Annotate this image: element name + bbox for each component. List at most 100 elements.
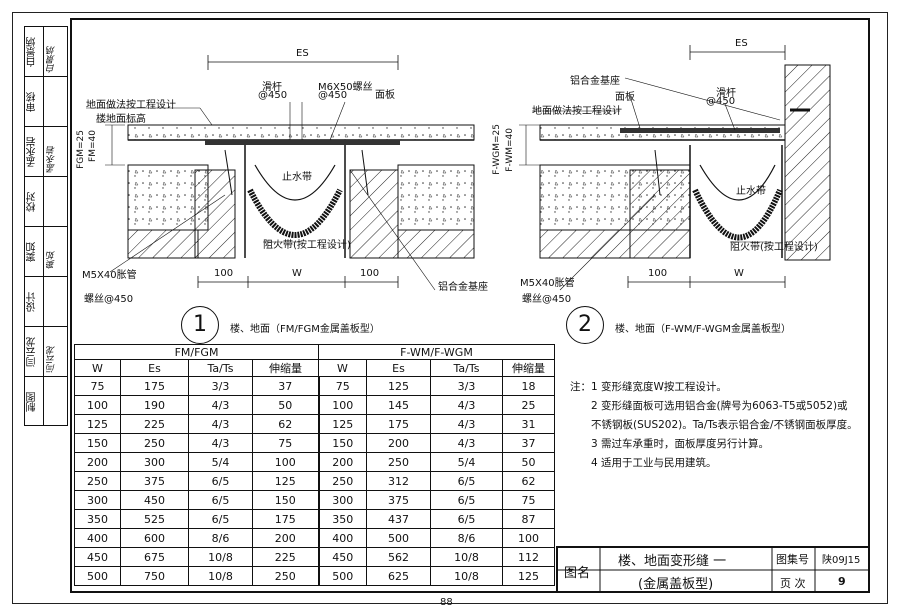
dimension-table: FM/FGM F-WM/F-WGM W Es Ta/Ts 伸缩量 W Es Ta…	[74, 344, 555, 586]
floor-level-label: 楼地面标高	[96, 114, 146, 125]
dim-100-left-2: 100	[648, 268, 668, 279]
screw-label-1: 螺丝@450	[84, 294, 134, 305]
group-header-fm: FM/FGM	[74, 344, 319, 360]
title-label: 图名	[564, 566, 591, 581]
table-cell: 350	[74, 509, 121, 529]
table-cell: 375	[120, 471, 189, 491]
floor-design-label-2: 地面做法按工程设计	[532, 106, 622, 117]
page-label: 页 次	[780, 577, 806, 590]
outer-frame	[12, 12, 888, 604]
es-dimension-1: ES	[296, 48, 309, 59]
table-cell: 450	[317, 547, 367, 567]
table-cell: 145	[366, 395, 431, 415]
table-cell: 4/3	[430, 395, 503, 415]
sidebar-cell: 孟永岩 孟永岩	[25, 127, 67, 177]
table-cell: 6/5	[188, 490, 253, 510]
notes: 注：1 变形缝宽度W按工程设计。 2 变形缝面板可选用铝合金(牌号为6063-T…	[570, 378, 858, 473]
table-cell: 150	[74, 433, 121, 453]
sidebar-cell: 白景炳 白景炳	[25, 27, 67, 77]
table-cell: 200	[317, 452, 367, 472]
sidebar-cell: 设计	[25, 277, 67, 327]
table-cell: 4/3	[188, 433, 253, 453]
note-item: 不锈钢板(SUS202)。Ta/Ts表示铝合金/不锈钢面板厚度。	[591, 419, 858, 431]
table-cell: 37	[252, 376, 319, 396]
table-cell: 3/3	[430, 376, 503, 396]
table-cell: 100	[74, 395, 121, 415]
table-cell: 125	[317, 414, 367, 434]
table-cell: 3/3	[188, 376, 253, 396]
table-cell: 675	[120, 547, 189, 567]
water-stop-label-2: 止水带	[736, 186, 766, 197]
table-cell: 450	[74, 547, 121, 567]
table-cell: 8/6	[430, 528, 503, 548]
table-cell: 100	[252, 452, 319, 472]
floor-design-label-1: 地面做法按工程设计	[86, 100, 176, 111]
alu-base-label-1: 铝合金基座	[438, 282, 488, 293]
table-cell: 175	[366, 414, 431, 434]
table-cell: 6/5	[188, 509, 253, 529]
title-block	[556, 546, 870, 593]
dim-w-1: W	[292, 268, 302, 279]
table-cell: 150	[317, 433, 367, 453]
table-cell: 62	[502, 471, 555, 491]
table-cell: 300	[120, 452, 189, 472]
panel-label-1: 面板	[375, 90, 395, 101]
table-cell: 312	[366, 471, 431, 491]
table-cell: 500	[74, 566, 121, 586]
detail-caption-2: 楼、地面（F-WM/F-WGM金属盖板型）	[615, 324, 792, 335]
table-cell: 250	[74, 471, 121, 491]
column-header: Ta/Ts	[188, 359, 253, 377]
drawing-border	[70, 18, 870, 593]
detail-caption-1: 楼、地面（FM/FGM金属盖板型）	[230, 324, 380, 335]
table-cell: 250	[317, 471, 367, 491]
table-cell: 500	[366, 528, 431, 548]
expansion-bolt-label-2: M5X40胀管	[520, 278, 575, 289]
column-header: Es	[120, 359, 189, 377]
fwm-dimension: F-WM=40	[505, 128, 515, 172]
alu-base-label-2: 铝合金基座	[570, 76, 620, 87]
fire-strip-label-1: 阻火带(按工程设计)	[263, 240, 351, 251]
expansion-bolt-label-1: M5X40胀管	[82, 270, 137, 281]
note-item: 1 变形缝宽度W按工程设计。	[591, 381, 727, 393]
table-cell: 750	[120, 566, 189, 586]
table-cell: 10/8	[430, 566, 503, 586]
table-cell: 150	[252, 490, 319, 510]
table-cell: 5/4	[188, 452, 253, 472]
table-cell: 350	[317, 509, 367, 529]
table-cell: 200	[366, 433, 431, 453]
sheet-page: 9	[838, 575, 846, 588]
detail-number-1: 1	[181, 306, 219, 344]
table-cell: 225	[120, 414, 189, 434]
panel-label-2: 面板	[615, 92, 635, 103]
slide-rod-spacing-2: @450	[706, 96, 736, 107]
table-cell: 437	[366, 509, 431, 529]
table-cell: 190	[120, 395, 189, 415]
table-cell: 4/3	[430, 433, 503, 453]
atlas-label: 图集号	[776, 553, 809, 566]
table-cell: 300	[317, 490, 367, 510]
table-cell: 600	[120, 528, 189, 548]
table-cell: 175	[252, 509, 319, 529]
drawing-1	[86, 55, 475, 291]
table-cell: 400	[317, 528, 367, 548]
table-cell: 10/8	[430, 547, 503, 567]
table-cell: 225	[252, 547, 319, 567]
table-cell: 50	[252, 395, 319, 415]
table-cell: 250	[252, 566, 319, 586]
table-cell: 250	[120, 433, 189, 453]
note-item: 4 适用于工业与民用建筑。	[591, 457, 717, 469]
table-cell: 125	[252, 471, 319, 491]
table-cell: 125	[74, 414, 121, 434]
table-group-header: FM/FGM F-WM/F-WGM	[74, 344, 555, 360]
table-cell: 200	[74, 452, 121, 472]
